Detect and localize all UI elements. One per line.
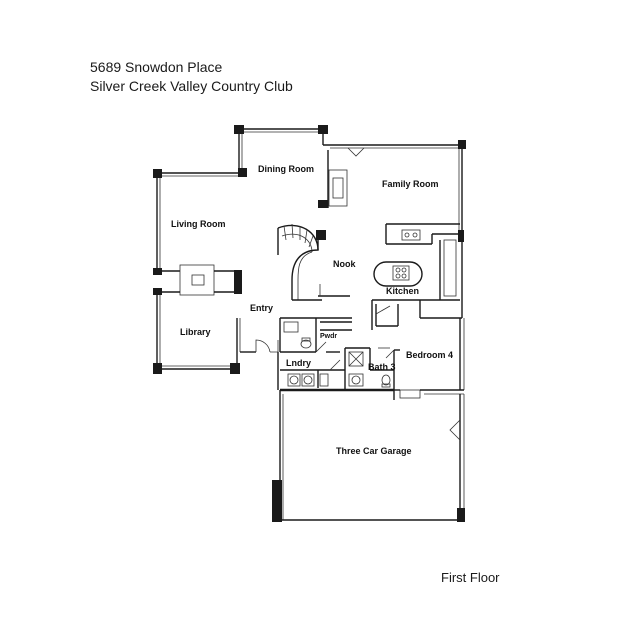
room-label-garage: Three Car Garage [336,446,412,456]
kitchen-walls [371,223,464,330]
room-label-library: Library [180,327,211,337]
garage-walls [272,388,465,522]
floor-label: First Floor [441,570,500,585]
living-library-walls [153,169,256,374]
dining-room-walls [234,125,328,208]
room-label-bath-3: Bath 3 [368,362,396,372]
room-label-family-room: Family Room [382,179,439,189]
staircase [277,223,350,301]
room-label-nook: Nook [333,259,356,269]
room-label-bedroom-4: Bedroom 4 [406,350,453,360]
family-room-walls [323,140,466,230]
room-label-laundry: Lndry [286,358,311,368]
room-label-powder: Pwdr [320,333,337,340]
property-community: Silver Creek Valley Country Club [90,78,293,94]
room-label-kitchen: Kitchen [386,286,419,296]
room-label-living-room: Living Room [171,219,226,229]
property-address: 5689 Snowdon Place [90,59,223,75]
room-label-entry: Entry [250,303,273,313]
entry-door [255,339,279,390]
room-label-dining-room: Dining Room [258,164,314,174]
property-header: 5689 Snowdon Place Silver Creek Valley C… [90,58,293,96]
service-rooms-walls [279,317,465,399]
